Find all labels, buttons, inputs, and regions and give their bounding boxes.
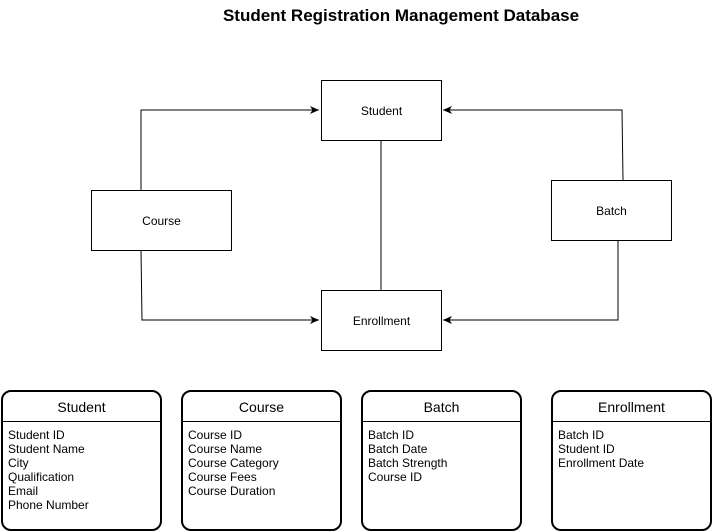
connector-batch-student: [443, 106, 624, 181]
table-course-fields: Course ID Course Name Course Category Co…: [183, 422, 340, 498]
table-field: City: [8, 456, 29, 470]
table-field: Course ID: [368, 470, 423, 484]
table-field: Batch ID: [368, 428, 415, 442]
table-field: Enrollment Date: [558, 456, 645, 470]
table-enrollment-fields: Batch ID Student ID Enrollment Date: [553, 422, 710, 470]
entity-enrollment[interactable]: Enrollment: [321, 290, 442, 351]
table-student-header: Student: [3, 392, 160, 422]
table-field: Student ID: [8, 428, 65, 442]
table-field: Batch Strength: [368, 456, 448, 470]
connector-course-student: [140, 106, 319, 190]
table-student[interactable]: Student Student ID Student Name City Qua…: [1, 390, 162, 531]
connector-batch-enrollment: [443, 240, 619, 324]
connector-course-enrollment: [140, 249, 319, 324]
table-enrollment-header: Enrollment: [553, 392, 710, 422]
table-course-header: Course: [183, 392, 340, 422]
table-field: Course Name: [188, 442, 263, 456]
entity-course-label: Course: [142, 213, 181, 228]
table-field: Qualification: [8, 470, 75, 484]
table-field: Email: [8, 484, 39, 498]
table-field: Course Duration: [188, 484, 276, 498]
table-student-fields: Student ID Student Name City Qualificati…: [3, 422, 160, 512]
table-field: Student Name: [8, 442, 85, 456]
table-enrollment[interactable]: Enrollment Batch ID Student ID Enrollmen…: [551, 390, 712, 531]
entity-course[interactable]: Course: [91, 190, 232, 251]
table-field: Student ID: [558, 442, 615, 456]
table-field: Course Category: [188, 456, 279, 470]
table-batch-fields: Batch ID Batch Date Batch Strength Cours…: [363, 422, 520, 484]
entity-student[interactable]: Student: [321, 80, 442, 141]
table-field: Course ID: [188, 428, 243, 442]
entity-student-label: Student: [360, 103, 403, 118]
diagram-title: Student Registration Management Database: [222, 6, 580, 25]
table-batch-header: Batch: [363, 392, 520, 422]
table-field: Phone Number: [8, 498, 89, 512]
table-field: Batch Date: [368, 442, 428, 456]
table-batch[interactable]: Batch Batch ID Batch Date Batch Strength…: [361, 390, 522, 531]
entity-enrollment-label: Enrollment: [352, 313, 411, 328]
table-field: Batch ID: [558, 428, 605, 442]
entity-batch-label: Batch: [596, 203, 627, 218]
table-course[interactable]: Course Course ID Course Name Course Cate…: [181, 390, 342, 531]
entity-batch[interactable]: Batch: [551, 180, 672, 241]
table-field: Course Fees: [188, 470, 257, 484]
